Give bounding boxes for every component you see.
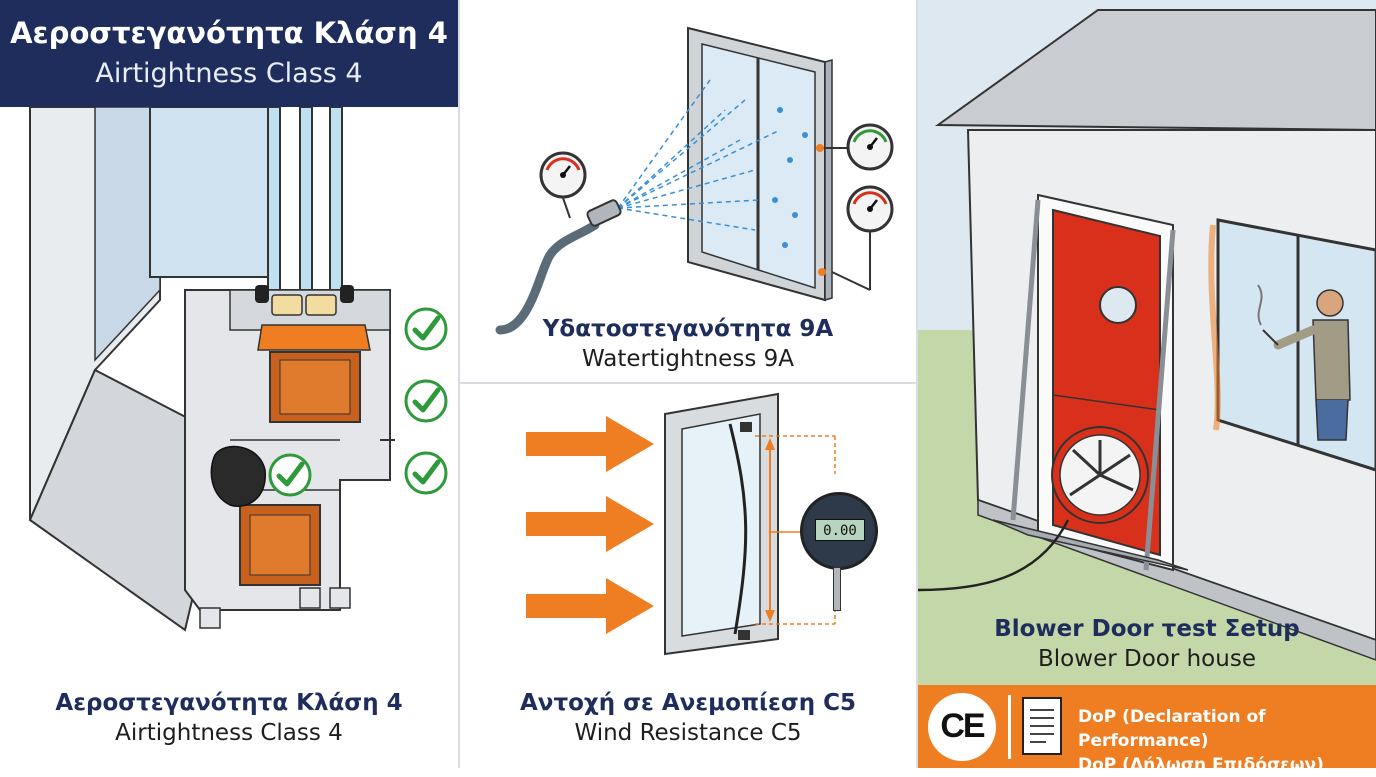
pressure-gauge-icon (846, 123, 894, 171)
dop-line-gr: DoP (Δήλωση Επιδόσεων) (1078, 755, 1324, 775)
water-spray-illustration (495, 26, 871, 335)
digital-gauge-icon: 0.00 (800, 492, 878, 570)
check-icon (404, 379, 448, 423)
wind-load-illustration (664, 392, 836, 656)
caption-blower-title: Blower Door τest Σetup (994, 616, 1300, 642)
header-title-box: Αεροστεγανότητα Κλάση 4 Airtightness Cla… (0, 0, 458, 107)
caption-wind: Αντοχή σε Ανεμοπίεση C5 Wind Resistance … (460, 690, 916, 746)
caption-wind-en: Wind Resistance C5 (574, 720, 802, 746)
window-profile-illustration (28, 106, 395, 632)
digital-gauge-display: 0.00 (815, 519, 865, 541)
panel-wind-resistance: 0.00 Αντοχή σε Ανεμοπίεση C5 Wind Resist… (460, 384, 916, 768)
gauge-probe (833, 567, 841, 611)
caption-blower: Blower Door τest Σetup Blower Door house (918, 616, 1376, 672)
document-icon (1022, 697, 1062, 755)
divider-left (458, 0, 460, 768)
caption-watertightness-en: Watertightness 9A (582, 346, 794, 372)
check-icon (404, 451, 448, 495)
caption-watertightness-gr: Υδατοστεγανότητα 9A (542, 316, 834, 342)
header-title-gr: Αεροστεγανότητα Κλάση 4 (10, 16, 448, 50)
dop-bar: CE DoP (Declaration of Performance) DoP … (918, 685, 1376, 775)
ce-mark-text: CE (940, 707, 985, 745)
caption-wind-gr: Αντοχή σε Ανεμοπίεση C5 (519, 690, 856, 716)
panel-blower-door: Blower Door τest Σetup Blower Door house (918, 0, 1376, 685)
wind-arrow-icon (526, 496, 654, 552)
caption-airtightness: Αεροστεγανότητα Κλάση 4 Airtightness Cla… (0, 690, 458, 746)
dop-separator (1008, 695, 1011, 759)
blower-door-illustration (918, 0, 1376, 685)
check-icon (404, 307, 448, 351)
panel-airtightness: Αεροστεγανότητα Κλάση 4 Airtightness Cla… (0, 0, 458, 768)
dop-line-en: DoP (Declaration of Performance) (1078, 707, 1266, 751)
caption-blower-sub: Blower Door house (1038, 646, 1256, 672)
ce-mark-icon: CE (928, 693, 996, 761)
pressure-gauge-icon (846, 185, 894, 233)
dop-text: DoP (Declaration of Performance) DoP (Δή… (1078, 705, 1376, 777)
panel-watertightness: Υδατοστεγανότητα 9A Watertightness 9A (460, 0, 916, 382)
header-title-en: Airtightness Class 4 (95, 58, 363, 89)
digital-gauge-reading: 0.00 (823, 523, 857, 539)
caption-watertightness: Υδατοστεγανότητα 9A Watertightness 9A (460, 316, 916, 372)
wind-arrow-icon (526, 416, 654, 472)
caption-airtightness-gr: Αεροστεγανότητα Κλάση 4 (55, 690, 403, 716)
check-icon (268, 453, 312, 497)
divider-right (916, 0, 918, 768)
caption-airtightness-en: Airtightness Class 4 (115, 720, 343, 746)
divider-middle (460, 382, 916, 384)
pressure-gauge-icon (539, 151, 587, 199)
wind-arrow-icon (526, 578, 654, 634)
